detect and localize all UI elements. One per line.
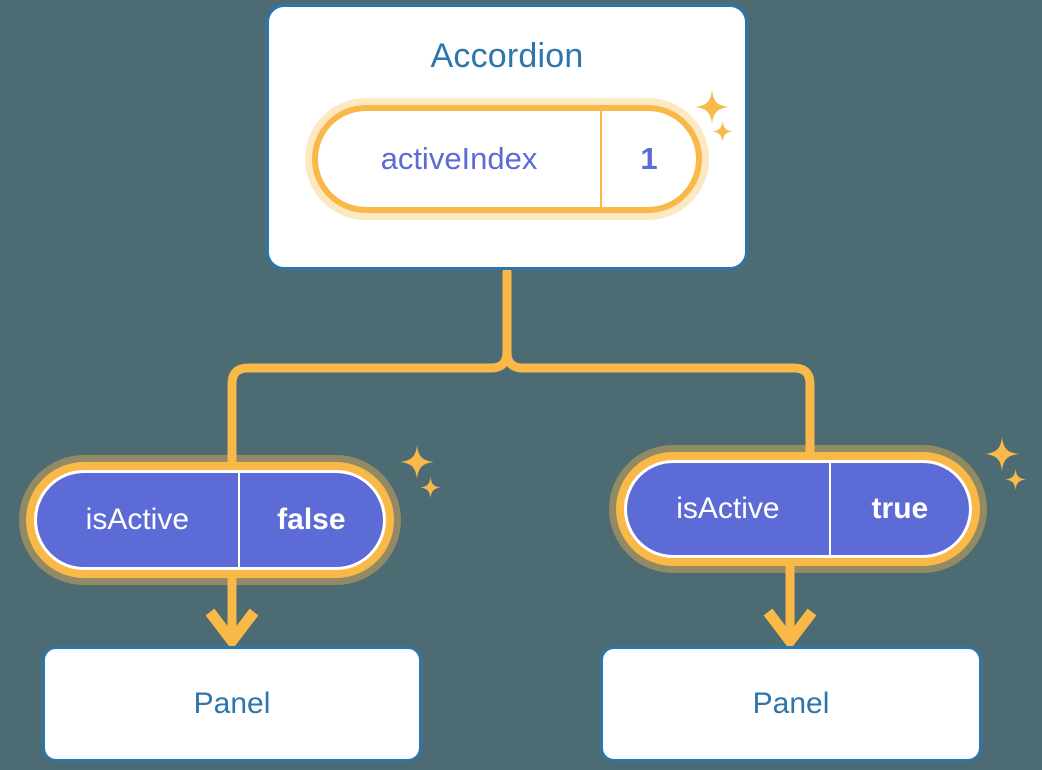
state-badge-key: activeIndex [318, 111, 602, 207]
connector-to-right [502, 347, 815, 467]
panel-label-right: Panel [752, 687, 830, 720]
arrowhead-right-icon [763, 608, 817, 651]
panel-component-card-right[interactable]: Panel [600, 646, 982, 762]
prop-badge-key-right: isActive [627, 463, 831, 555]
sparkle-left-large-icon [400, 445, 434, 479]
sparkle-right-large-icon [985, 437, 1019, 471]
prop-badge-is-active-right[interactable]: isActive true [624, 460, 972, 558]
prop-badge-value-right: true [871, 492, 929, 525]
panel-component-card-left[interactable]: Panel [42, 646, 422, 762]
state-badge-active-index[interactable]: activeIndex 1 [312, 105, 702, 213]
panel-label-left: Panel [193, 687, 271, 720]
connector-to-left [227, 347, 512, 475]
prop-badge-key-left: isActive [37, 473, 240, 567]
prop-badge-is-active-left[interactable]: isActive false [34, 470, 386, 570]
state-badge-value: 1 [640, 141, 658, 176]
arrowhead-left-icon [205, 608, 259, 651]
sparkle-left-small-icon [420, 477, 441, 498]
accordion-title: Accordion [430, 37, 584, 75]
sparkle-right-small-icon [1005, 469, 1026, 490]
prop-badge-value-left: false [277, 503, 346, 536]
